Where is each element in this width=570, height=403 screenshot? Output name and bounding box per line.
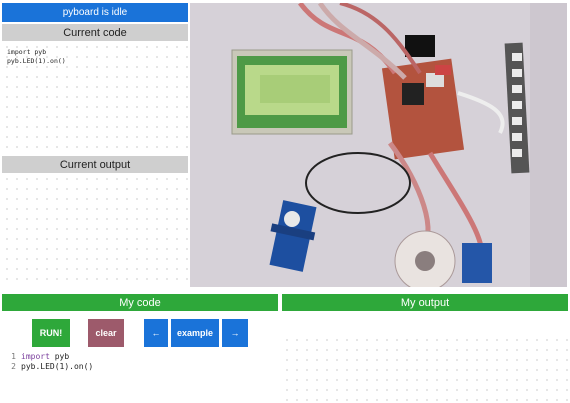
current-output-title: Current output bbox=[59, 158, 131, 171]
example-button[interactable]: example bbox=[171, 319, 219, 347]
current-code-line: import pyb bbox=[7, 48, 47, 56]
my-output-header: My output bbox=[282, 294, 568, 311]
editor-line: 2 pyb.LED(1).on() bbox=[2, 362, 278, 372]
left-panel: pyboard is idle Current code import pyb … bbox=[0, 0, 189, 288]
status-text: pyboard is idle bbox=[62, 7, 128, 18]
current-code-text: import pyb pyb.LED(1).on() bbox=[2, 42, 188, 72]
clear-button[interactable]: clear bbox=[88, 319, 124, 347]
camera-view bbox=[190, 3, 567, 287]
pyboard-camera-image bbox=[190, 3, 567, 287]
editor-line: 1 import pyb bbox=[2, 352, 278, 362]
code-text: pyb.LED(1).on() bbox=[21, 362, 94, 371]
line-number: 1 bbox=[11, 352, 16, 361]
my-code-title: My code bbox=[119, 296, 161, 309]
current-code-line: pyb.LED(1).on() bbox=[7, 57, 66, 65]
current-code-title: Current code bbox=[63, 26, 127, 39]
code-text: pyb bbox=[49, 352, 70, 361]
current-code-area: import pyb pyb.LED(1).on() bbox=[2, 42, 188, 154]
current-output-area bbox=[2, 174, 188, 286]
prev-example-button[interactable]: ← bbox=[144, 319, 168, 347]
current-code-header: Current code bbox=[2, 24, 188, 41]
my-output-area bbox=[282, 335, 568, 401]
next-example-button[interactable]: → bbox=[222, 319, 248, 347]
line-number: 2 bbox=[11, 362, 16, 371]
my-output-title: My output bbox=[400, 296, 450, 309]
code-editor[interactable]: 1 import pyb 2 pyb.LED(1).on() bbox=[2, 352, 278, 402]
current-output-header: Current output bbox=[2, 156, 188, 173]
code-keyword: import bbox=[21, 352, 50, 361]
my-code-header: My code bbox=[2, 294, 278, 311]
run-button[interactable]: RUN! bbox=[32, 319, 70, 347]
status-bar: pyboard is idle bbox=[2, 3, 188, 22]
